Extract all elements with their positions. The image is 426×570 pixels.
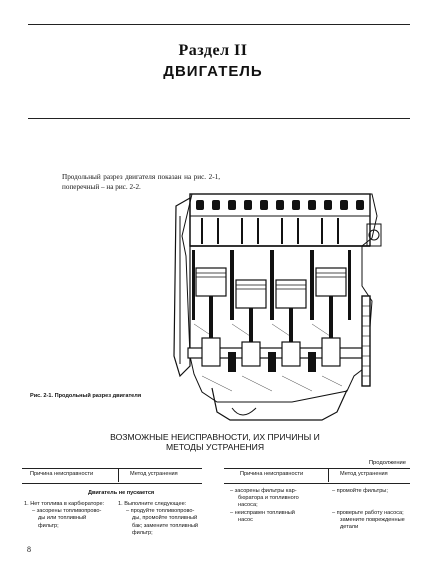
chapter-title: ДВИГАТЕЛЬ xyxy=(163,63,263,80)
right-fault-table: Причина неисправности Метод устранения –… xyxy=(224,468,410,540)
right-table-divider xyxy=(328,468,329,482)
right-method-line xyxy=(332,495,410,502)
faults-heading: ВОЗМОЖНЫЕ НЕИСПРАВНОСТИ, ИХ ПРИЧИНЫ И МЕ… xyxy=(90,432,340,452)
right-col-method-header: Метод устранения xyxy=(340,471,388,477)
left-method-line: бак; замените топливный xyxy=(132,522,198,529)
left-col-method-header: Метод устранения xyxy=(130,471,178,477)
top-rule xyxy=(28,24,410,25)
left-fault-table: Причина неисправности Метод устранения Д… xyxy=(22,468,202,540)
left-table-subheading: Двигатель не пускается xyxy=(88,490,155,496)
right-table-header xyxy=(224,468,410,484)
left-method-line: – продуйте топливопрово- xyxy=(126,508,195,515)
left-col-cause-header: Причина неисправности xyxy=(30,471,94,477)
left-table-header xyxy=(22,468,202,484)
right-cause-line: насоса; xyxy=(238,502,258,509)
right-method-line: детали xyxy=(340,523,359,530)
figure-caption: Рис. 2-1. Продольный разрез двигателя xyxy=(30,393,142,399)
left-cause-line: фильтр; xyxy=(38,522,59,529)
left-method-line: ды, промойте топливный xyxy=(132,515,198,522)
page-number: 8 xyxy=(27,545,31,554)
intro-paragraph: Продольный разрез двигателя показан на р… xyxy=(62,173,220,191)
right-cause-text: – засорены фильтры кар- бюратора и топли… xyxy=(230,488,326,524)
left-method-line: 1. Выполните следующее: xyxy=(118,501,187,507)
faults-heading-line-1: ВОЗМОЖНЫЕ НЕИСПРАВНОСТИ, ИХ ПРИЧИНЫ И xyxy=(110,432,320,442)
section-title: Раздел II xyxy=(178,42,248,59)
left-cause-line: – засорены топливопрово- xyxy=(32,508,102,515)
right-method-text: – промойте фильтры; – проверьте работу н… xyxy=(332,488,410,531)
right-cause-line: – засорены фильтры кар- xyxy=(230,488,297,494)
continued-label: Продолжение xyxy=(368,460,406,466)
left-cause-line: 1. Нет топлива в карбюраторе: xyxy=(24,501,105,507)
right-cause-line: – неисправен топливный xyxy=(230,509,295,516)
header-bottom-rule xyxy=(28,118,410,119)
right-method-line: – промойте фильтры; xyxy=(332,488,388,494)
right-method-line xyxy=(332,502,410,509)
faults-heading-line-2: МЕТОДЫ УСТРАНЕНИЯ xyxy=(165,442,265,452)
right-col-cause-header: Причина неисправности xyxy=(240,471,304,477)
right-cause-line: бюратора и топливного xyxy=(238,495,299,502)
left-method-line: фильтр; xyxy=(132,529,153,536)
left-cause-text: 1. Нет топлива в карбюраторе: – засорены… xyxy=(24,501,114,530)
right-method-line: – проверьте работу насоса; xyxy=(332,509,404,516)
engine-cutaway-figure xyxy=(173,193,382,421)
left-cause-line: ды или топливный xyxy=(38,515,87,522)
left-method-text: 1. Выполните следующее: – продуйте топли… xyxy=(118,501,202,537)
right-method-line: замените поврежденные xyxy=(340,516,405,523)
left-table-divider xyxy=(118,468,119,482)
right-cause-line: насос xyxy=(238,516,253,523)
